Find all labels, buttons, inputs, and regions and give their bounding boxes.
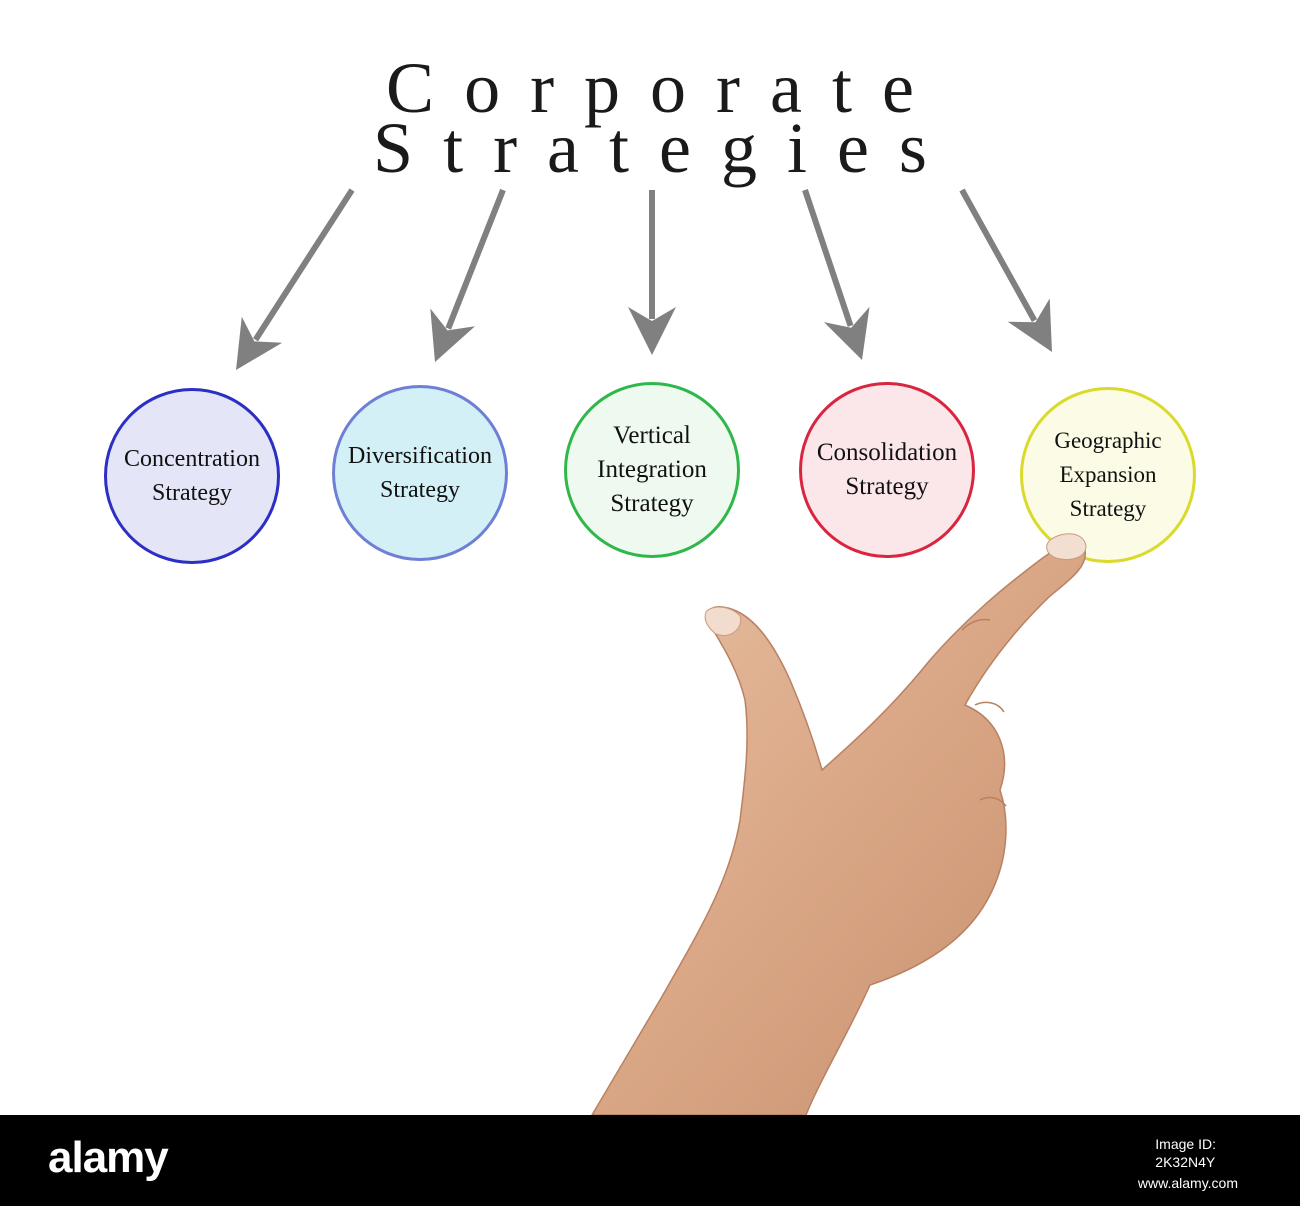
hand-shape bbox=[590, 541, 1087, 1116]
node-label: Consolidation Strategy bbox=[816, 439, 958, 500]
arrow-5 bbox=[959, 188, 1052, 352]
arrow-shaft bbox=[445, 188, 506, 330]
node-vertical-integration-strategy: Vertical Integration Strategy bbox=[564, 382, 740, 558]
footer-site-url: www.alamy.com bbox=[1137, 1175, 1238, 1191]
arrow-head bbox=[824, 306, 870, 360]
arrow-head bbox=[628, 307, 676, 355]
node-diversification-strategy: Diversification Strategy bbox=[332, 385, 508, 561]
image-id-block: Image ID: 2K32N4Y bbox=[1155, 1135, 1216, 1171]
footer-logo: alamy bbox=[48, 1133, 169, 1182]
thumbnail-shape bbox=[704, 606, 742, 636]
node-label: Vertical Integration Strategy bbox=[597, 422, 707, 517]
node-label: Concentration Strategy bbox=[124, 446, 260, 506]
fingernail-shape bbox=[1046, 533, 1087, 560]
arrow-head bbox=[236, 316, 283, 370]
arrow-2 bbox=[430, 188, 506, 362]
arrow-4 bbox=[802, 189, 870, 360]
arrow-1 bbox=[236, 188, 355, 370]
arrow-head bbox=[430, 308, 475, 362]
node-geographic-expansion-strategy: Geographic Expansion Strategy bbox=[1020, 387, 1196, 563]
arrow-shaft bbox=[959, 188, 1038, 322]
image-id-value: 2K32N4Y bbox=[1155, 1154, 1216, 1170]
arrow-shaft bbox=[252, 188, 355, 342]
knuckle-crease bbox=[961, 618, 1007, 807]
arrow-3 bbox=[628, 190, 676, 355]
footer-bar: alamy Image ID: 2K32N4Y www.alamy.com bbox=[0, 1115, 1300, 1206]
diagram-title-line-2: Strategies bbox=[373, 108, 957, 188]
diagram-title-line-1: Corporate bbox=[386, 48, 944, 128]
arrow-head bbox=[1007, 298, 1052, 352]
arrow-shaft bbox=[802, 189, 854, 327]
node-consolidation-strategy: Consolidation Strategy bbox=[799, 382, 975, 558]
node-concentration-strategy: Concentration Strategy bbox=[104, 388, 280, 564]
node-label: Geographic Expansion Strategy bbox=[1054, 428, 1162, 521]
image-id-label: Image ID: bbox=[1155, 1136, 1216, 1152]
node-label: Diversification Strategy bbox=[348, 443, 492, 503]
